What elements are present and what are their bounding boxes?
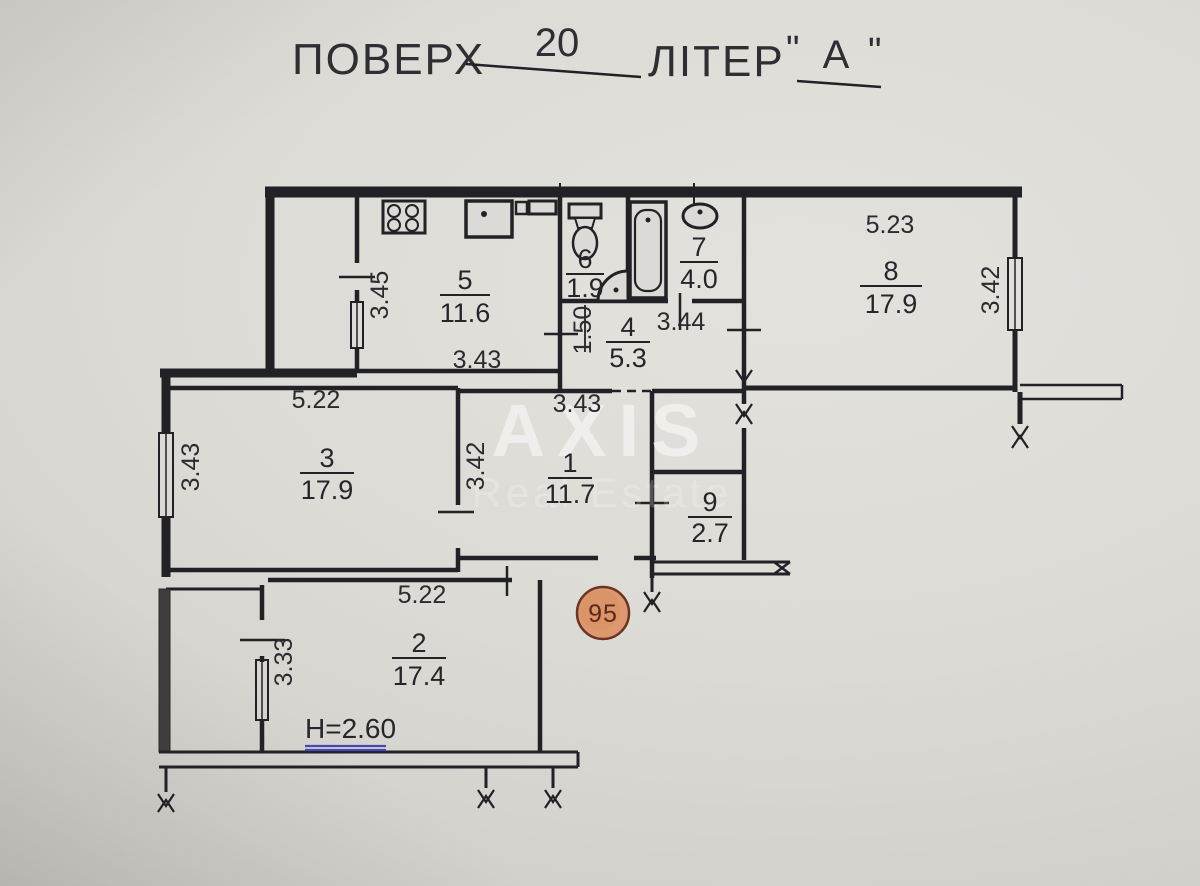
room-1-area: 11.7	[545, 479, 596, 509]
plan-title: ПОВЕРХ 20 ЛІТЕР " А "	[292, 21, 882, 89]
kitchen-sink-icon	[464, 199, 514, 239]
room-3-area: 17.9	[301, 475, 354, 505]
break-bottom-wall-2	[544, 789, 562, 809]
bathtub-icon	[628, 200, 668, 300]
room-4-label: 4 5.3	[606, 312, 650, 373]
letter-quote-close: "	[868, 31, 882, 73]
dim-room4-top: 3.44	[657, 308, 706, 336]
dim-room2-left: 3.33	[270, 638, 298, 687]
outer-wall-bottom	[159, 750, 580, 769]
walls	[158, 186, 1124, 792]
dimension-labels: 3.45 3.43 1.50 3.44 5.23 3.42 5.22 3.43 …	[177, 211, 1005, 686]
dim-room3-top: 5.22	[292, 386, 341, 414]
room-3-number: 3	[319, 443, 334, 473]
stove-icon	[381, 199, 427, 235]
kitchen-counter-icon	[514, 199, 558, 216]
toilet-icon	[567, 202, 603, 261]
dim-room8-right: 3.42	[977, 266, 1005, 315]
room-2-label: 2 17.4	[392, 628, 446, 691]
windows	[158, 257, 1023, 721]
letter-label: ЛІТЕР	[648, 37, 785, 86]
room-6-label: 6 1.9	[566, 244, 604, 303]
fixtures	[381, 199, 719, 303]
room-2-number: 2	[411, 628, 426, 658]
dim-room5-left: 3.45	[366, 271, 394, 320]
room9-bottom-wall	[652, 560, 790, 576]
room-4-area: 5.3	[609, 343, 647, 373]
room-7-label: 7 4.0	[680, 232, 718, 294]
room-7-area: 4.0	[680, 264, 718, 294]
floor-value-underline	[465, 62, 642, 79]
stamp-circle	[575, 585, 631, 641]
watermark: AXIS Real Estate	[471, 389, 732, 516]
balcony-outer-hatched-wall	[158, 588, 171, 753]
break-below-room8	[1011, 425, 1029, 449]
room-1-label: 1 11.7	[545, 448, 596, 509]
room-6-number: 6	[577, 244, 592, 274]
dim-room8-top: 5.23	[866, 211, 915, 239]
room-5-label: 5 11.6	[440, 265, 491, 328]
dim-room1-top: 3.43	[553, 390, 602, 418]
room-8-number: 8	[883, 256, 898, 286]
break-below-room9-left	[643, 591, 661, 613]
stamp-texture	[580, 590, 620, 630]
dim-room3-left: 3.43	[177, 443, 205, 492]
letter-value: А	[823, 33, 850, 77]
ceiling-height-underline	[305, 744, 386, 752]
floor-label: ПОВЕРХ	[292, 35, 485, 84]
room-6-area: 1.9	[566, 273, 604, 303]
room-9-area: 2.7	[691, 518, 729, 548]
room-8-area: 17.9	[865, 289, 918, 319]
wall-stubs	[164, 574, 654, 792]
bti-stamp: 95	[575, 585, 631, 641]
break-bottom-wall-1	[477, 789, 495, 809]
letter-value-underline	[796, 79, 882, 89]
ceiling-height: H=2.60	[305, 713, 396, 752]
dim-room6-height: 1.50	[569, 306, 597, 355]
watermark-realestate: Real Estate	[471, 469, 732, 516]
right-corridor-wall	[1020, 383, 1124, 401]
corner-sink-icon	[596, 269, 630, 303]
room-labels: 5 11.6 6 1.9 7 4.0 8 17.9 4 5.3 3 17.9	[300, 232, 922, 691]
room-9-number: 9	[702, 487, 717, 517]
room-3-label: 3 17.9	[300, 443, 354, 505]
room-8-label: 8 17.9	[860, 256, 922, 319]
dim-room5-bottom: 3.43	[453, 346, 502, 374]
room-4-number: 4	[620, 312, 635, 342]
stamp-number: 95	[588, 600, 618, 628]
wall-end-arrow	[773, 561, 791, 575]
room-9-label: 9 2.7	[688, 487, 732, 548]
room-2-area: 17.4	[393, 661, 446, 691]
break-room9-wall	[735, 403, 753, 425]
letter-quote-open: "	[786, 29, 800, 71]
dim-room1-left: 3.42	[462, 442, 490, 491]
break-room9-wall-upper	[735, 369, 753, 384]
room-1-number: 1	[562, 448, 577, 478]
room-5-area: 11.6	[440, 298, 491, 328]
ceiling-height-text: H=2.60	[305, 713, 396, 744]
dim-room2-top: 5.22	[398, 581, 447, 609]
wall-break-symbols	[157, 369, 1029, 813]
room-5-number: 5	[457, 265, 472, 295]
room-7-number: 7	[691, 232, 706, 262]
watermark-axis: AXIS	[492, 389, 713, 472]
floor-value: 20	[535, 21, 580, 65]
washbasin-icon	[681, 202, 719, 230]
break-bottom-left	[157, 793, 175, 813]
